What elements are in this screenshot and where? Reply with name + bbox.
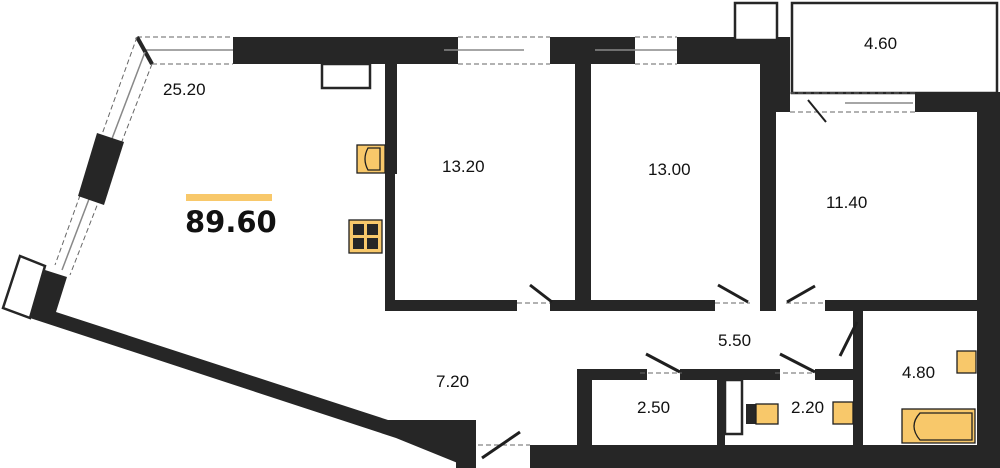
- room-area-bedroom-2: 13.00: [648, 160, 691, 179]
- wall-kitchen-column: [385, 64, 397, 174]
- room-area-toilet: 2.20: [791, 398, 825, 417]
- wall-bedroom-1-right: [575, 64, 591, 311]
- sink-icon: [956, 350, 977, 374]
- wall-top-right: [677, 37, 790, 64]
- wall-shaft-left: [717, 378, 725, 468]
- door-bedroom-1: [517, 283, 553, 304]
- wall-bottom: [530, 445, 1000, 468]
- balcony-door: [790, 92, 915, 123]
- wall-bedroom-1-left: [385, 174, 395, 311]
- wall-storage-top: [577, 369, 647, 380]
- sink-icon: [832, 401, 854, 425]
- window-mullion: [135, 36, 154, 65]
- door-storage: [640, 352, 682, 374]
- window-top-bedroom-2: [595, 36, 677, 65]
- total-area: 89.60: [185, 205, 277, 239]
- wall-storage-left: [577, 369, 592, 468]
- room-area-bedroom-1: 13.20: [442, 157, 485, 176]
- window-top-living: [137, 36, 233, 65]
- room-area-balcony: 4.60: [864, 34, 898, 53]
- wall-top-left: [233, 37, 458, 64]
- wall-balcony-left: [776, 37, 790, 112]
- wall-balcony-bottom: [915, 92, 985, 112]
- wall-bedroom-1-bottom: [385, 300, 517, 311]
- wall-right: [977, 92, 1000, 468]
- balcony-corner-box: [733, 1, 779, 42]
- room-area-entrance-hall: 7.20: [436, 372, 470, 391]
- wall-toilet-top: [815, 369, 863, 380]
- wall-bottom-slanted: [30, 270, 470, 468]
- door-bathroom: [838, 321, 859, 357]
- window-top-bedroom-1: [444, 36, 550, 65]
- toilet-icon: [746, 403, 779, 425]
- balcony-outline: [790, 1, 999, 95]
- sink-icon: [356, 144, 386, 174]
- wall-storage-mid-top: [680, 369, 780, 380]
- door-bedroom-3: [786, 284, 825, 304]
- room-area-bathroom: 4.80: [902, 363, 936, 382]
- wall-entrance-left: [456, 420, 476, 468]
- vent-box: [320, 62, 372, 90]
- stove-icon: [348, 219, 383, 254]
- room-area-living-kitchen: 25.20: [163, 80, 206, 99]
- wall-bedroom-2-right: [760, 64, 776, 311]
- bathtub-icon: [901, 408, 976, 444]
- room-area-hallway: 5.50: [718, 331, 752, 350]
- room-area-storage: 2.50: [637, 398, 671, 417]
- wall-bedrooms-bottom-mid: [550, 300, 715, 311]
- room-area-bedroom-3: 11.40: [826, 193, 868, 212]
- wall-bath-left: [853, 311, 863, 468]
- shaft-box: [723, 378, 744, 436]
- total-area-accent-bar: [186, 194, 272, 201]
- door-toilet: [775, 352, 816, 374]
- door-bedroom-2: [715, 283, 750, 304]
- wall-left-pier: [78, 133, 124, 205]
- door-entrance: [478, 430, 530, 460]
- wall-bedroom-3-bottom: [825, 300, 985, 311]
